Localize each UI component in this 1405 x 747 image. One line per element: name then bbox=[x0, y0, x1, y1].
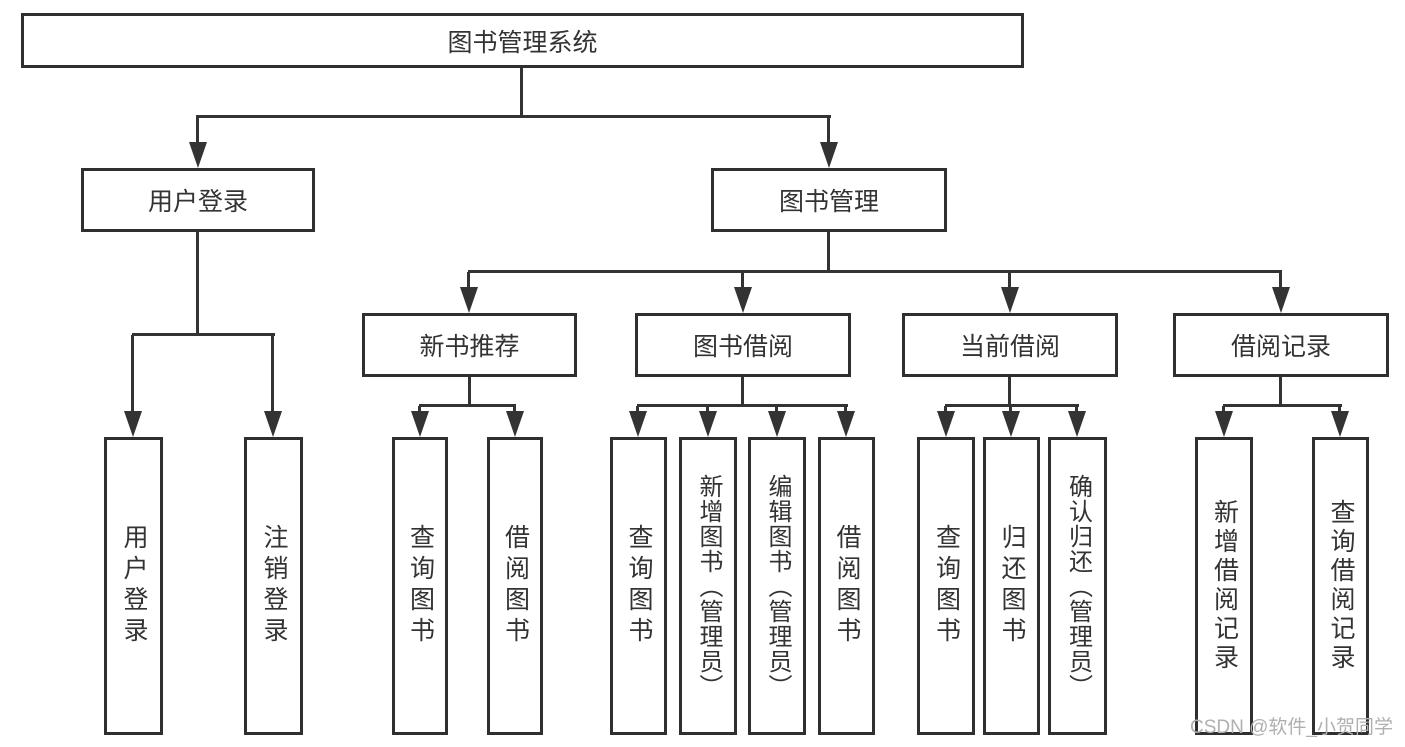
arrow-to-return-books bbox=[1002, 406, 1020, 437]
connector-current-stem bbox=[1008, 377, 1011, 406]
leaf-query-borrow-record: 查询借阅记录 bbox=[1312, 437, 1369, 735]
arrow-to-new-book-recommendation bbox=[460, 272, 478, 313]
arrow-to-query-books-current bbox=[937, 406, 955, 437]
arrow-to-add-book-admin bbox=[699, 406, 717, 437]
leaf-logout: 注销登录 bbox=[244, 437, 303, 735]
connector-user-login-branch bbox=[132, 333, 275, 336]
arrow-to-edit-book-admin bbox=[768, 406, 786, 437]
connector-current-branch bbox=[945, 404, 1079, 407]
arrow-to-query-books-borrowing bbox=[629, 406, 647, 437]
connector-level3-branch bbox=[468, 270, 1282, 273]
connector-root-stem bbox=[520, 68, 523, 117]
leaf-return-books: 归还图书 bbox=[983, 437, 1040, 735]
arrow-to-user-login bbox=[189, 117, 207, 168]
leaf-add-borrow-record: 新增借阅记录 bbox=[1195, 437, 1253, 735]
arrow-to-confirm-return-admin bbox=[1068, 406, 1086, 437]
node-new-book-recommendation: 新书推荐 bbox=[362, 313, 577, 377]
leaf-confirm-return-admin: 确认归还（管理员） bbox=[1048, 437, 1107, 735]
node-current-borrowing: 当前借阅 bbox=[902, 313, 1118, 377]
arrow-to-leaf-user-login bbox=[124, 335, 142, 437]
leaf-query-books-borrowing: 查询图书 bbox=[610, 437, 667, 735]
leaf-edit-book-admin: 编辑图书（管理员） bbox=[748, 437, 806, 735]
arrow-to-borrowing-records bbox=[1272, 272, 1290, 313]
arrow-to-add-borrow-record bbox=[1215, 406, 1233, 437]
node-book-borrowing: 图书借阅 bbox=[635, 313, 851, 377]
node-book-management: 图书管理 bbox=[711, 168, 947, 232]
arrow-to-current-borrowing bbox=[1001, 272, 1019, 313]
arrow-to-query-books-recommend bbox=[411, 406, 429, 437]
arrow-to-book-management bbox=[820, 117, 838, 168]
leaf-query-books-current: 查询图书 bbox=[917, 437, 975, 735]
connector-borrowing-branch bbox=[637, 404, 848, 407]
leaf-query-books-recommend: 查询图书 bbox=[392, 437, 448, 735]
arrow-to-borrow-books-borrowing bbox=[837, 406, 855, 437]
connector-book-management-stem bbox=[827, 232, 830, 272]
arrow-to-book-borrowing bbox=[734, 272, 752, 313]
leaf-borrow-books-borrowing: 借阅图书 bbox=[818, 437, 875, 735]
arrow-to-leaf-logout bbox=[264, 335, 282, 437]
node-library-management-system: 图书管理系统 bbox=[21, 13, 1024, 68]
csdn-watermark: CSDN @软件_小贺同学 bbox=[1190, 717, 1393, 738]
node-borrowing-records: 借阅记录 bbox=[1173, 313, 1389, 377]
connector-records-stem bbox=[1279, 377, 1282, 406]
leaf-user-login: 用户登录 bbox=[104, 437, 163, 735]
connector-records-branch bbox=[1223, 404, 1342, 407]
connector-recommend-stem bbox=[468, 377, 471, 406]
leaf-borrow-books-recommend: 借阅图书 bbox=[487, 437, 543, 735]
node-user-login: 用户登录 bbox=[81, 168, 315, 232]
connector-recommend-branch bbox=[419, 404, 516, 407]
connector-borrowing-stem bbox=[741, 377, 744, 406]
arrow-to-query-borrow-record bbox=[1331, 406, 1349, 437]
arrow-to-borrow-books-recommend bbox=[506, 406, 524, 437]
connector-level2-branch bbox=[196, 115, 831, 118]
leaf-add-book-admin: 新增图书（管理员） bbox=[679, 437, 737, 735]
connector-user-login-stem bbox=[196, 232, 199, 335]
